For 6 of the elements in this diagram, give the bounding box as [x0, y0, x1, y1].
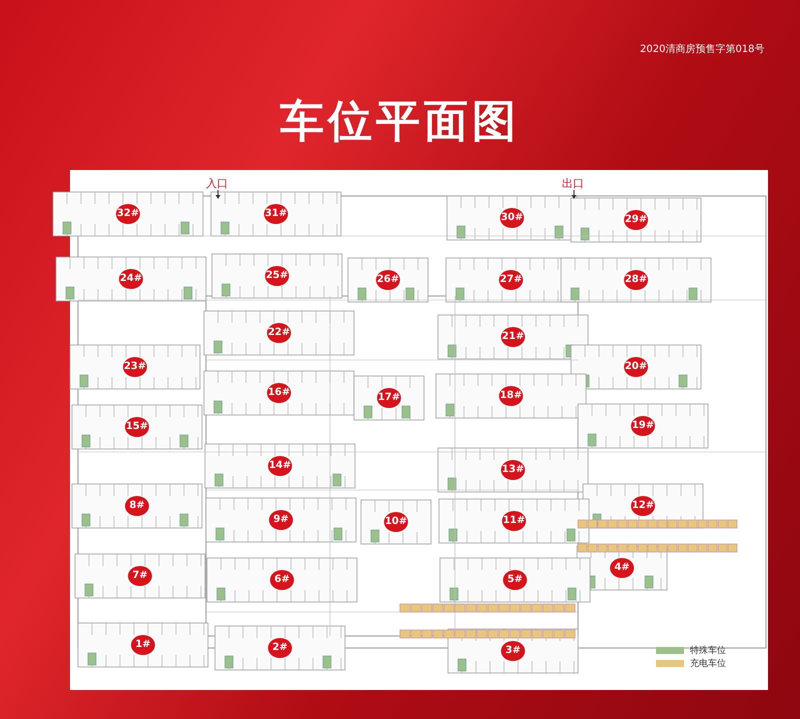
- entrance-label: 入口: [206, 176, 228, 191]
- entrance-label: 出口: [562, 176, 584, 191]
- legend-label: 特殊车位: [690, 644, 726, 657]
- title: 车位平面图: [279, 95, 521, 149]
- permit-number: 2020清商房预售字第018号: [640, 42, 765, 56]
- legend-label: 充电车位: [690, 658, 726, 670]
